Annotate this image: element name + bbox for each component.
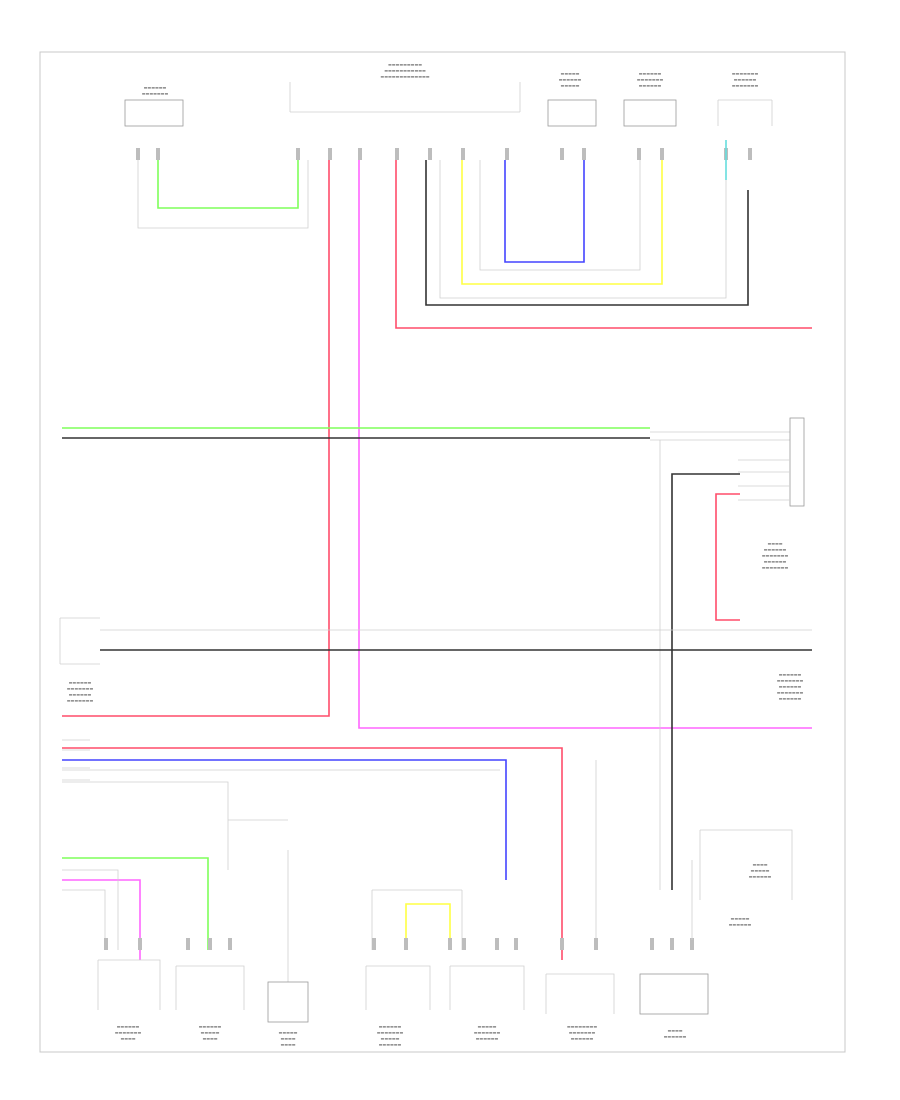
svg-text:▬▬▬▬▬▬▬: ▬▬▬▬▬▬▬ [637, 77, 664, 82]
svg-text:▬▬▬▬: ▬▬▬▬ [667, 1028, 682, 1033]
svg-text:▬▬▬▬▬▬: ▬▬▬▬▬▬ [664, 1034, 687, 1039]
svg-text:▬▬▬▬▬▬▬▬▬: ▬▬▬▬▬▬▬▬▬ [388, 62, 422, 67]
svg-text:▬▬▬▬▬▬▬: ▬▬▬▬▬▬▬ [377, 1030, 404, 1035]
bottom-left-wires [62, 857, 209, 960]
svg-text:▬▬▬▬▬▬▬: ▬▬▬▬▬▬▬ [569, 1030, 596, 1035]
top-component-3: ▬▬▬▬▬ ▬▬▬▬▬▬ ▬▬▬▬▬ [547, 71, 597, 160]
svg-text:▬▬▬▬▬▬: ▬▬▬▬▬▬ [476, 1036, 499, 1041]
svg-text:▬▬▬▬▬▬▬: ▬▬▬▬▬▬▬ [777, 690, 804, 695]
svg-text:▬▬▬▬▬▬▬: ▬▬▬▬▬▬▬ [474, 1030, 501, 1035]
svg-text:▬▬▬▬: ▬▬▬▬ [280, 1042, 295, 1047]
left-switch-group: ▬▬▬▬▬▬ ▬▬▬▬▬▬▬ ▬▬▬▬▬▬ ▬▬▬▬▬▬▬ [59, 617, 812, 703]
svg-text:▬▬▬▬: ▬▬▬▬ [752, 862, 767, 867]
top-component-4: ▬▬▬▬▬▬ ▬▬▬▬▬▬▬ ▬▬▬▬▬▬ [623, 71, 677, 160]
svg-text:▬▬▬▬▬▬: ▬▬▬▬▬▬ [779, 696, 802, 701]
svg-text:▬▬▬▬▬▬: ▬▬▬▬▬▬ [764, 559, 787, 564]
svg-text:▬▬▬▬▬: ▬▬▬▬▬ [751, 868, 770, 873]
svg-text:▬▬▬▬: ▬▬▬▬ [120, 1036, 135, 1041]
svg-text:▬▬▬▬: ▬▬▬▬ [280, 1036, 295, 1041]
svg-text:▬▬▬▬▬▬▬: ▬▬▬▬▬▬▬ [67, 686, 94, 691]
svg-text:▬▬▬▬▬▬▬: ▬▬▬▬▬▬▬ [762, 553, 789, 558]
svg-text:▬▬▬▬▬▬: ▬▬▬▬▬▬ [779, 672, 802, 677]
svg-text:▬▬▬▬▬▬▬: ▬▬▬▬▬▬▬ [732, 83, 759, 88]
svg-text:▬▬▬▬▬▬: ▬▬▬▬▬▬ [779, 684, 802, 689]
svg-text:▬▬▬▬▬▬: ▬▬▬▬▬▬ [379, 1024, 402, 1029]
svg-text:▬▬▬▬▬▬: ▬▬▬▬▬▬ [199, 1024, 222, 1029]
svg-text:▬▬▬▬▬▬: ▬▬▬▬▬▬ [571, 1036, 594, 1041]
svg-text:▬▬▬▬▬▬▬▬▬▬▬▬▬: ▬▬▬▬▬▬▬▬▬▬▬▬▬ [380, 74, 429, 79]
svg-text:▬▬▬▬▬: ▬▬▬▬▬ [561, 71, 580, 76]
bottom-component-1: ▬▬▬▬▬▬ ▬▬▬▬▬▬▬ ▬▬▬▬ [97, 938, 161, 1041]
svg-text:▬▬▬▬▬▬▬: ▬▬▬▬▬▬▬ [115, 1030, 142, 1035]
svg-text:▬▬▬▬▬▬▬: ▬▬▬▬▬▬▬ [777, 678, 804, 683]
svg-text:▬▬▬▬▬▬▬▬: ▬▬▬▬▬▬▬▬ [567, 1024, 597, 1029]
svg-text:▬▬▬▬▬▬▬: ▬▬▬▬▬▬▬ [732, 71, 759, 76]
bottom-right-switch: ▬▬▬▬ ▬▬▬▬▬ ▬▬▬▬▬▬ ▬▬▬▬▬ ▬▬▬▬▬▬ [691, 829, 793, 940]
svg-text:▬▬▬▬▬▬: ▬▬▬▬▬▬ [639, 71, 662, 76]
svg-text:▬▬▬▬▬▬: ▬▬▬▬▬▬ [559, 77, 582, 82]
svg-text:▬▬▬▬▬▬: ▬▬▬▬▬▬ [749, 874, 772, 879]
svg-text:▬▬▬▬▬: ▬▬▬▬▬ [731, 916, 750, 921]
bottom-component-7: ▬▬▬▬ ▬▬▬▬▬▬ [639, 938, 709, 1039]
svg-text:▬▬▬▬▬▬: ▬▬▬▬▬▬ [764, 547, 787, 552]
top-wires [62, 140, 812, 729]
middle-bus: ▬▬▬▬ ▬▬▬▬▬▬ ▬▬▬▬▬▬▬ ▬▬▬▬▬▬ ▬▬▬▬▬▬▬ [62, 417, 805, 890]
svg-text:▬▬▬▬▬▬: ▬▬▬▬▬▬ [144, 85, 167, 90]
svg-text:▬▬▬▬▬: ▬▬▬▬▬ [201, 1030, 220, 1035]
svg-text:▬▬▬▬: ▬▬▬▬ [767, 541, 782, 546]
svg-text:▬▬▬▬▬▬: ▬▬▬▬▬▬ [69, 692, 92, 697]
svg-text:▬▬▬▬▬: ▬▬▬▬▬ [478, 1024, 497, 1029]
svg-text:▬▬▬▬▬: ▬▬▬▬▬ [561, 83, 580, 88]
svg-text:▬▬▬▬▬▬: ▬▬▬▬▬▬ [734, 77, 757, 82]
top-left-component: ▬▬▬▬▬▬ ▬▬▬▬▬▬▬ [124, 85, 184, 160]
bottom-component-3: ▬▬▬▬▬ ▬▬▬▬ ▬▬▬▬ [267, 850, 309, 1047]
bottom-component-4: ▬▬▬▬▬▬ ▬▬▬▬▬▬▬ ▬▬▬▬▬ ▬▬▬▬▬▬ [365, 889, 463, 1047]
bottom-component-2: ▬▬▬▬▬▬ ▬▬▬▬▬ ▬▬▬▬ [175, 938, 245, 1041]
diagram-frame [39, 51, 846, 1053]
svg-text:▬▬▬▬▬▬: ▬▬▬▬▬▬ [639, 83, 662, 88]
svg-text:▬▬▬▬▬▬▬: ▬▬▬▬▬▬▬ [762, 565, 789, 570]
lower-wires [62, 739, 597, 960]
main-module-connector: ▬▬▬▬▬▬▬▬▬ ▬▬▬▬▬▬▬▬▬▬▬ ▬▬▬▬▬▬▬▬▬▬▬▬▬ [289, 62, 521, 160]
svg-text:▬▬▬▬▬▬: ▬▬▬▬▬▬ [379, 1042, 402, 1047]
svg-text:▬▬▬▬▬▬▬▬▬▬▬: ▬▬▬▬▬▬▬▬▬▬▬ [384, 68, 426, 73]
svg-text:▬▬▬▬▬: ▬▬▬▬▬ [279, 1030, 298, 1035]
svg-text:▬▬▬▬▬▬▬: ▬▬▬▬▬▬▬ [67, 698, 94, 703]
bottom-component-5: ▬▬▬▬▬ ▬▬▬▬▬▬▬ ▬▬▬▬▬▬ [449, 938, 525, 1041]
svg-text:▬▬▬▬▬▬: ▬▬▬▬▬▬ [69, 680, 92, 685]
svg-text:▬▬▬▬▬▬: ▬▬▬▬▬▬ [729, 922, 752, 927]
bottom-component-6: ▬▬▬▬▬▬▬▬ ▬▬▬▬▬▬▬ ▬▬▬▬▬▬ [545, 938, 615, 1041]
svg-text:▬▬▬▬: ▬▬▬▬ [202, 1036, 217, 1041]
right-middle-label: ▬▬▬▬▬▬ ▬▬▬▬▬▬▬ ▬▬▬▬▬▬ ▬▬▬▬▬▬▬ ▬▬▬▬▬▬ [777, 672, 804, 701]
svg-text:▬▬▬▬▬▬▬: ▬▬▬▬▬▬▬ [142, 91, 169, 96]
svg-text:▬▬▬▬▬▬: ▬▬▬▬▬▬ [117, 1024, 140, 1029]
svg-text:▬▬▬▬▬: ▬▬▬▬▬ [381, 1036, 400, 1041]
